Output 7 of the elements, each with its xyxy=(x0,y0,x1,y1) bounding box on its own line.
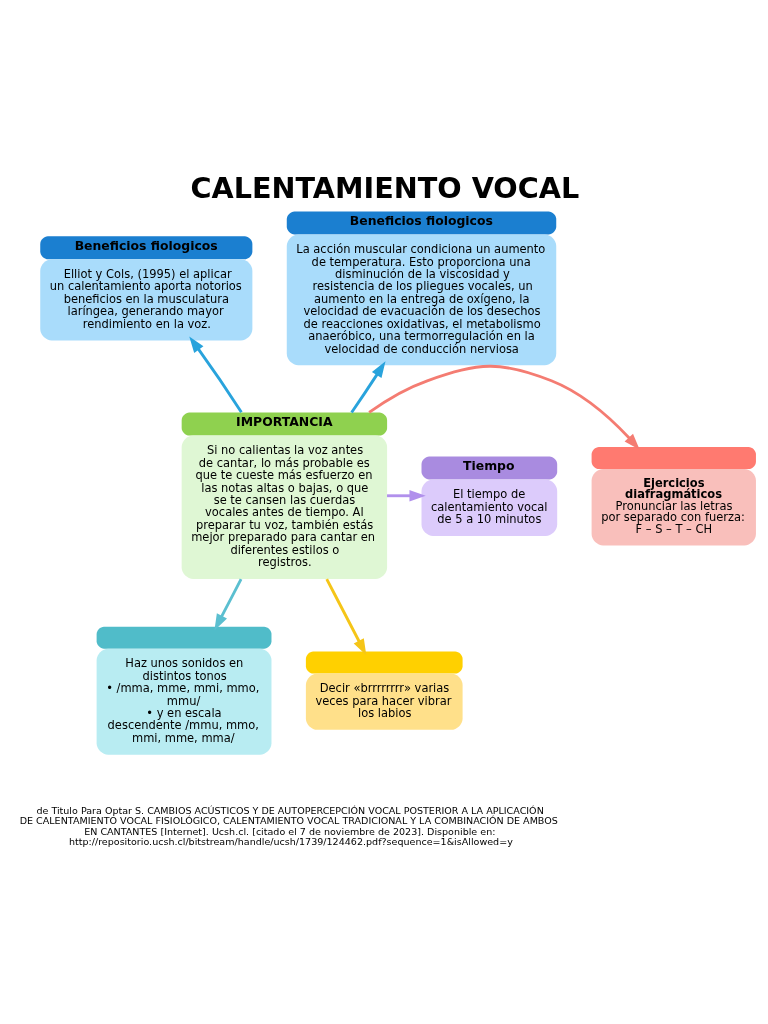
arrow xyxy=(368,364,640,450)
caption: de Titulo Para Optar S. CAMBIOS ACÚSTICOS Y DE AUTOPERCEPCIÓN VOCAL POSTERIOR A LA APLICACIÓN DE CALENTAMIENTO VOCAL FISIOLÓGICO, CALENTAMIENTO VOCAL TRADICIONAL Y LA COMBINACIÓN DE AMBOS EN CANTANTES [Internet]. Ucsh.cl. [citado el 7 de noviembre de 2023]. Disponible en: http://repositorio.ucsh.cl/bitstream/handle/ucsh/1739/124462.pdf?sequence=1&isAllowed=y xyxy=(19,804,558,848)
arrow xyxy=(387,490,426,502)
arrow xyxy=(350,361,386,414)
diagram-title: CALENTAMIENTO VOCAL xyxy=(190,170,580,205)
arrow xyxy=(214,578,243,631)
arrow xyxy=(325,578,367,656)
